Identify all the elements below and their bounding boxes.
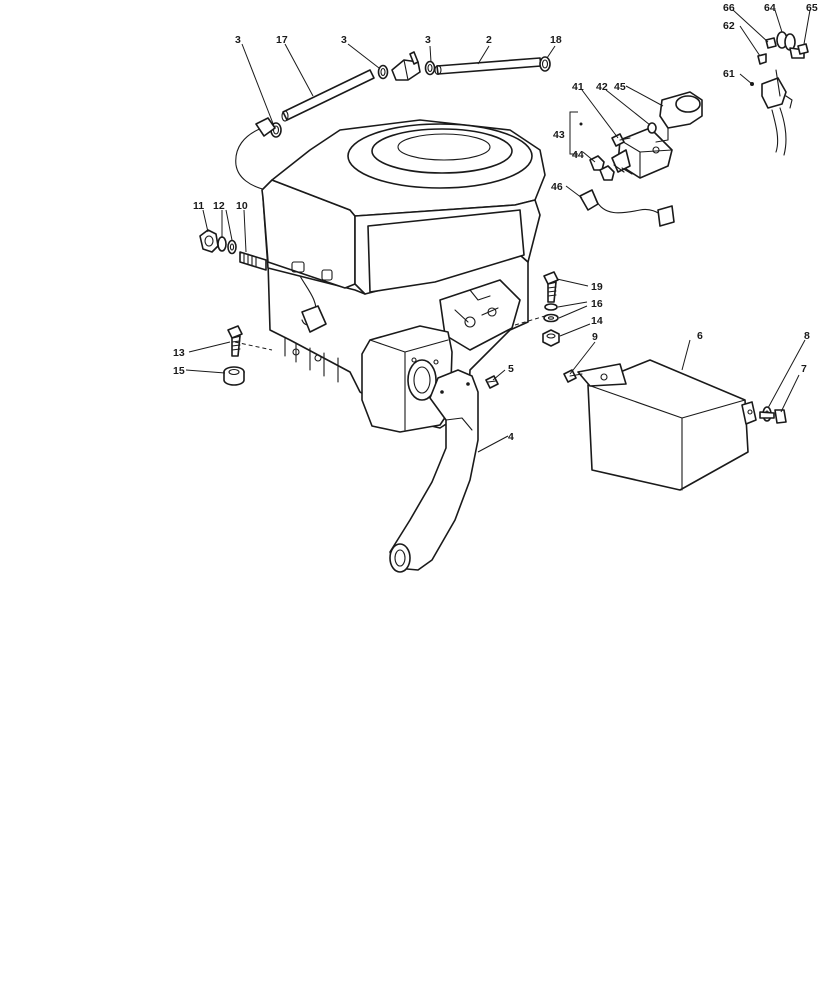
label-part-5: 5 (508, 363, 514, 375)
nut-14 (542, 329, 560, 347)
label-part-6: 6 (697, 330, 703, 342)
cap-45 (655, 91, 703, 143)
label-part-8: 8 (804, 330, 810, 342)
label-part-17: 17 (276, 34, 288, 46)
fuel-filter (391, 51, 421, 81)
hose-clamp-3c (424, 60, 436, 76)
exhaust-deflector-4 (389, 369, 479, 573)
screw-62 (757, 53, 767, 65)
label-part-3c: 3 (425, 34, 431, 46)
label-part-3b: 3 (341, 34, 347, 46)
label-part-2: 2 (486, 34, 492, 46)
label-part-4: 4 (508, 431, 514, 443)
fuel-hose-2 (434, 57, 542, 76)
plug-15 (223, 366, 245, 386)
washers-12 (217, 236, 237, 255)
label-part-18: 18 (550, 34, 562, 46)
label-part-45: 45 (614, 81, 626, 93)
stud-10 (239, 251, 267, 271)
screw-5 (485, 375, 499, 389)
throttle-control-group (761, 69, 793, 156)
label-part-61: 61 (723, 68, 735, 80)
label-part-9: 9 (592, 331, 598, 343)
label-part-16: 16 (591, 298, 603, 310)
label-part-44: 44 (572, 149, 584, 161)
bolt-13 (227, 325, 243, 357)
nut-11 (199, 229, 219, 253)
hose-clamp-18 (539, 56, 551, 72)
label-part-7: 7 (801, 363, 807, 375)
label-part-3a: 3 (235, 34, 241, 46)
leader-lines (185, 9, 811, 453)
label-part-64: 64 (764, 2, 776, 14)
nuts-44 (589, 155, 615, 181)
label-part-66: 66 (723, 2, 735, 14)
label-part-12: 12 (213, 200, 225, 212)
label-part-14: 14 (591, 315, 603, 327)
solenoid-bracket-group (611, 127, 673, 179)
label-part-62: 62 (723, 20, 735, 32)
screw-66 (765, 37, 777, 49)
label-part-46: 46 (551, 181, 563, 193)
nut-65 (797, 43, 809, 55)
bracket-43 (569, 111, 583, 155)
label-part-65: 65 (806, 2, 818, 14)
label-part-19: 19 (591, 281, 603, 293)
label-part-42: 42 (596, 81, 608, 93)
label-part-13: 13 (173, 347, 185, 359)
harness-46 (579, 189, 675, 227)
label-part-15: 15 (173, 365, 185, 377)
fuel-hose-17 (281, 69, 375, 122)
label-part-41: 41 (572, 81, 584, 93)
washers-16 (543, 303, 559, 323)
label-part-11: 11 (193, 200, 204, 212)
screw-41 (611, 133, 631, 147)
label-part-10: 10 (236, 200, 248, 212)
engine-fuel-inlet-line (235, 117, 276, 191)
label-part-43: 43 (553, 129, 565, 141)
muffler (361, 325, 453, 433)
terminal-42 (647, 122, 657, 134)
heat-shield-6 (577, 359, 757, 491)
bolt-7 (759, 409, 787, 424)
screw-9 (563, 369, 583, 383)
hose-clamp-3b (377, 64, 389, 80)
bolt-19 (543, 271, 559, 303)
